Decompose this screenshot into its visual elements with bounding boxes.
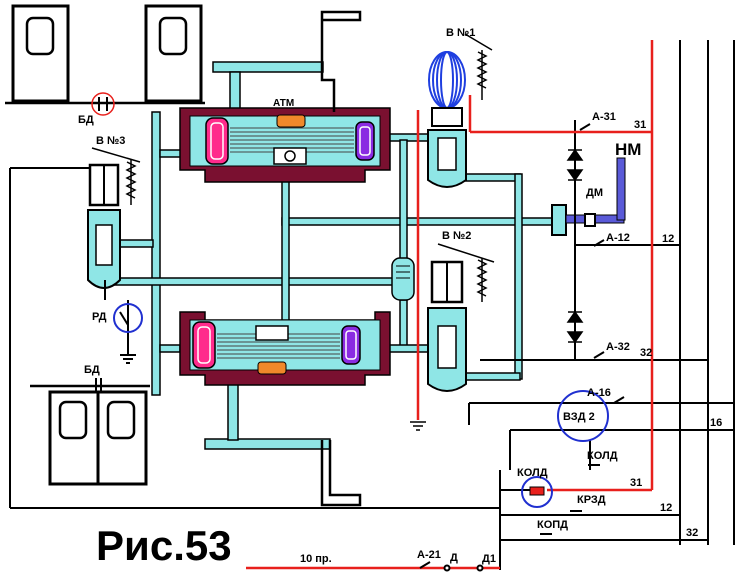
label-kopd: КОПД — [537, 519, 568, 531]
reservoir-middle — [391, 257, 415, 301]
contacts — [113, 123, 625, 572]
rd-ring — [113, 303, 143, 333]
door-group-bottom — [30, 378, 150, 486]
label-dm: ДМ — [586, 187, 603, 199]
atm-valve-top — [276, 114, 306, 128]
ground-right — [410, 421, 426, 431]
label-a16: А-16 — [587, 387, 611, 399]
door-linkage-rods — [320, 10, 362, 507]
label-v1: В №1 — [446, 27, 475, 39]
door-group-top — [5, 4, 205, 116]
text-labels: В №1 В №2 В №3 АТМ БД БД РД НМ ДМ А-31 А… — [78, 27, 722, 569]
label-d1: Д1 — [482, 553, 496, 565]
label-v2: В №2 — [442, 230, 471, 242]
label-bd-top: БД — [78, 114, 94, 126]
valve-v3 — [87, 147, 141, 289]
wire-12-bottom: 12 — [660, 502, 672, 514]
bd-top-contact-ring — [91, 92, 115, 116]
label-vzd2: ВЗД 2 — [563, 411, 595, 423]
cylinder-bottom — [179, 311, 391, 386]
label-a31: А-31 — [592, 111, 616, 123]
label-a21: А-21 — [417, 549, 441, 561]
label-atm: АТМ — [273, 98, 294, 109]
wire-16: 16 — [710, 417, 722, 429]
label-kold-right: КОЛД — [587, 450, 618, 462]
figure-caption: Рис.53 — [96, 522, 232, 569]
wire-12-top: 12 — [662, 233, 674, 245]
coil-v1 — [428, 51, 466, 109]
label-rd: РД — [92, 311, 107, 323]
label-v3: В №3 — [96, 135, 125, 147]
atm-valve-bottom — [257, 361, 287, 375]
label-10pr: 10 пр. — [300, 553, 332, 565]
label-a32: А-32 — [606, 341, 630, 353]
valve-v2 — [427, 243, 495, 392]
vzd2-ring — [557, 390, 609, 442]
label-a12: А-12 — [606, 232, 630, 244]
red-wires — [246, 40, 654, 570]
wire-31-bottom: 31 — [630, 477, 642, 489]
label-nm: НМ — [615, 140, 641, 159]
label-kold-left: КОЛД — [517, 467, 548, 479]
diodes — [566, 148, 584, 344]
piston-top-left — [205, 117, 229, 165]
wire-32-bottom: 32 — [686, 527, 698, 539]
wire-32-top: 32 — [640, 347, 652, 359]
label-bd-bottom: БД — [84, 364, 100, 376]
kold-ring — [521, 476, 553, 508]
piston-bottom-left — [192, 321, 216, 369]
label-d: Д — [450, 552, 458, 564]
black-wires — [9, 40, 735, 570]
valve-v1 — [427, 33, 493, 188]
cylinder-top — [179, 107, 391, 183]
label-krzd: КРЗД — [577, 494, 606, 506]
wire-31-top: 31 — [634, 119, 646, 131]
